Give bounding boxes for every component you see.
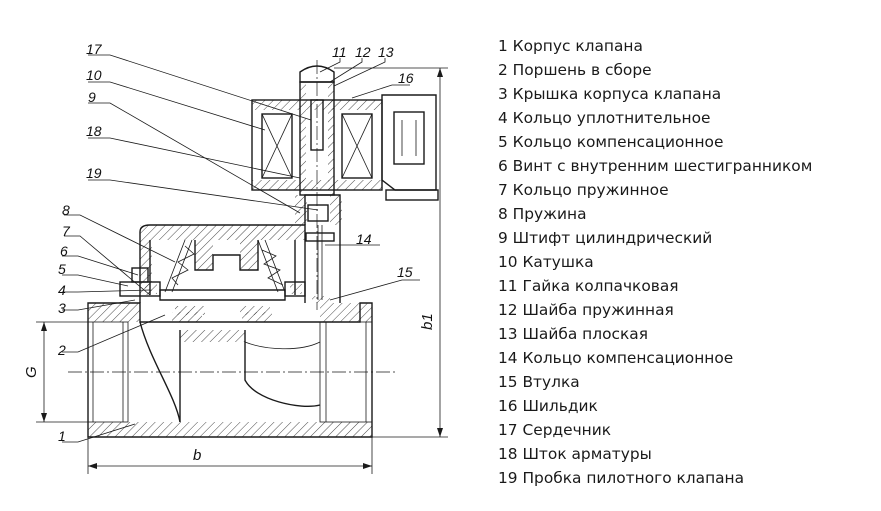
legend-item: 18 Шток арматуры [498,445,652,463]
legend-item: 8 Пружина [498,205,587,223]
dimension-b1: b1 [419,313,436,330]
callout-14: 14 [356,231,372,247]
callout-4: 4 [58,282,66,298]
callout-15: 15 [397,264,413,280]
legend-item: 15 Втулка [498,373,580,391]
legend-item: 11 Гайка колпачковая [498,277,679,295]
legend-item: 10 Катушка [498,253,594,271]
callout-9: 9 [88,89,96,105]
callout-leaders [62,54,420,443]
callout-13: 13 [378,44,394,60]
legend-item: 4 Кольцо уплотнительное [498,109,711,127]
legend-item: 7 Кольцо пружинное [498,181,669,199]
dimension-G: G [23,366,40,378]
dimension-lines [36,60,448,474]
valve-cover [119,224,306,315]
legend-item: 3 Крышка корпуса клапана [498,85,722,103]
legend-item: 14 Кольцо компенсационное [498,349,734,367]
callout-17: 17 [86,41,103,57]
legend-item: 17 Сердечник [498,421,612,439]
callout-5: 5 [58,261,66,277]
callout-8: 8 [62,202,70,218]
pilot-column [295,194,342,303]
callout-1: 1 [58,428,66,444]
legend-item: 2 Поршень в сборе [498,61,652,79]
legend-item: 12 Шайба пружинная [498,301,674,319]
callout-7: 7 [62,223,71,239]
callout-19: 19 [86,165,102,181]
callout-18: 18 [86,123,102,139]
callout-6: 6 [60,243,68,259]
legend-item: 13 Шайба плоская [498,325,648,343]
callout-11: 11 [332,44,347,60]
callout-10: 10 [86,67,102,83]
callout-2: 2 [57,342,66,358]
legend-item: 16 Шильдик [498,397,598,415]
legend-item: 19 Пробка пилотного клапана [498,469,745,487]
callout-16: 16 [398,70,414,86]
valve-body [87,302,373,438]
callout-3: 3 [58,300,66,316]
legend-item: 5 Кольцо компенсационное [498,133,724,151]
dimension-b: b [193,447,201,464]
legend-item: 1 Корпус клапана [498,37,643,55]
legend-item: 9 Штифт цилиндрический [498,229,713,247]
callout-12: 12 [355,44,371,60]
legend-item: 6 Винт с внутренним шестигранником [498,157,813,175]
parts-legend: 1 Корпус клапана 2 Поршень в сборе 3 Кры… [498,34,812,490]
solenoid-coil [251,65,439,201]
